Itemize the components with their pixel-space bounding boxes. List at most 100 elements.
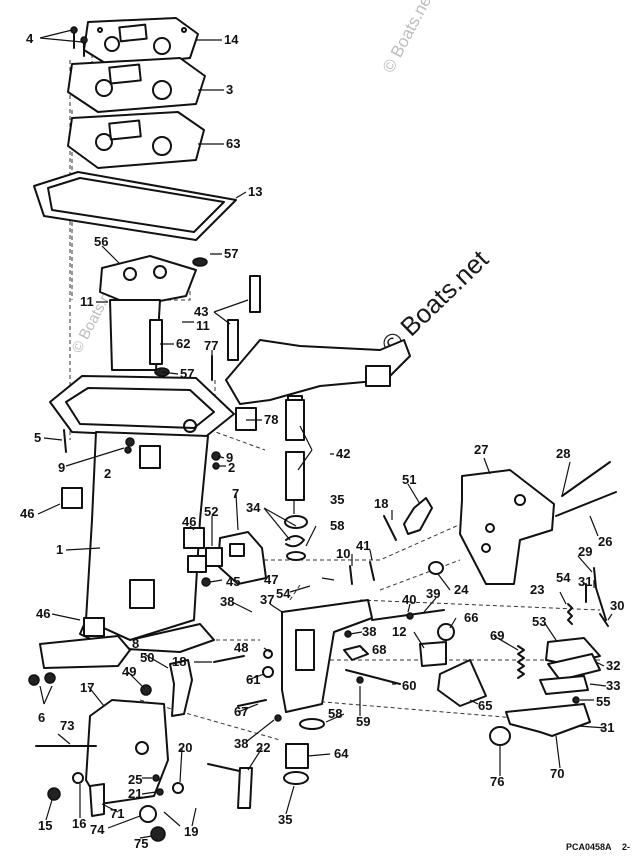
callout-74: 74 <box>90 822 105 837</box>
exhaust-tube-62 <box>149 319 163 365</box>
callout-23: 23 <box>530 582 544 597</box>
nut-15 <box>47 787 61 801</box>
o-ring-58b <box>299 718 325 730</box>
callout-48: 48 <box>234 640 248 655</box>
callout-70: 70 <box>550 766 564 781</box>
bolt-18b <box>213 655 245 663</box>
watermark-top-right: © Boats.net <box>379 0 438 76</box>
callout-64: 64 <box>334 746 349 761</box>
tube-42 <box>285 399 305 501</box>
washer-16 <box>72 772 84 784</box>
callout-28: 28 <box>556 446 570 461</box>
callout-58-lower: 58 <box>328 706 342 721</box>
cap-76 <box>489 726 511 746</box>
callout-39: 39 <box>426 586 440 601</box>
callout-22: 22 <box>256 740 270 755</box>
callout-52: 52 <box>204 504 218 519</box>
callout-20: 20 <box>178 740 192 755</box>
callout-43: 43 <box>194 304 208 319</box>
bushing-24 <box>428 561 444 575</box>
callout-51: 51 <box>402 472 416 487</box>
seal-13 <box>33 171 237 241</box>
bushing-64 <box>285 743 309 769</box>
watermark-center: © Boats.net <box>375 244 494 361</box>
callout-54-mid: 54 <box>276 586 291 601</box>
page-fragment: 2- <box>622 842 630 852</box>
callout-37: 37 <box>260 592 274 607</box>
callout-8: 8 <box>132 636 139 651</box>
callout-31-lower: 31 <box>600 720 614 735</box>
o-ring-58a <box>286 551 306 561</box>
callout-71: 71 <box>110 806 124 821</box>
callout-13: 13 <box>248 184 262 199</box>
callout-32: 32 <box>606 658 620 673</box>
callout-42: 42 <box>336 446 350 461</box>
callout-57-upper: 57 <box>224 246 238 261</box>
bracket-70 <box>505 703 591 737</box>
pad-46a <box>61 487 83 509</box>
callout-35-lower: 35 <box>278 812 292 827</box>
washer-9b <box>211 451 221 461</box>
callout-21: 21 <box>128 786 142 801</box>
callout-6: 6 <box>38 710 45 725</box>
callout-58-upper: 58 <box>330 518 344 533</box>
pad-46c <box>83 617 105 637</box>
callout-38-lower: 38 <box>234 736 248 751</box>
bushing-35b <box>283 771 309 785</box>
callout-69: 69 <box>490 628 504 643</box>
screw-41 <box>369 561 375 581</box>
callout-9-left: 9 <box>58 460 65 475</box>
callout-18-upper: 18 <box>374 496 388 511</box>
nut-6b <box>44 672 56 684</box>
screw-rod-22 <box>207 763 253 809</box>
callout-7: 7 <box>232 486 239 501</box>
plate-32 <box>547 653 601 681</box>
pad-46b <box>183 527 205 549</box>
callout-12: 12 <box>392 624 406 639</box>
exhaust-housing-plate <box>49 375 235 439</box>
nut-21 <box>156 788 164 796</box>
callout-10: 10 <box>336 546 350 561</box>
spring-69 <box>517 645 525 679</box>
dowel-pin-43a <box>249 275 261 313</box>
callout-5: 5 <box>34 430 41 445</box>
callout-14: 14 <box>224 32 239 47</box>
callout-78: 78 <box>264 412 278 427</box>
washer-9a <box>125 437 135 447</box>
rod-29 <box>593 567 607 621</box>
callout-57-lower: 57 <box>180 366 194 381</box>
callout-2-right: 2 <box>228 460 235 475</box>
callout-47: 47 <box>264 572 278 587</box>
callout-16: 16 <box>72 816 86 831</box>
callout-77: 77 <box>204 338 218 353</box>
bolt-28 <box>561 461 611 497</box>
callout-54-right: 54 <box>556 570 571 585</box>
callout-38-mid: 38 <box>362 624 376 639</box>
nut-45 <box>201 577 211 587</box>
callout-61: 61 <box>246 672 260 687</box>
callout-75: 75 <box>134 836 148 851</box>
callout-24: 24 <box>454 582 469 597</box>
spring-34 <box>285 535 305 548</box>
callout-49: 49 <box>122 664 136 679</box>
nut-38c <box>274 714 282 722</box>
callout-18-lower: 18 <box>172 654 186 669</box>
plate-33 <box>539 675 589 695</box>
callout-46-left: 46 <box>20 506 34 521</box>
callout-27: 27 <box>474 442 488 457</box>
callout-73: 73 <box>60 718 74 733</box>
pad-52 <box>187 555 207 573</box>
screw-30 <box>599 613 609 627</box>
bracket-51 <box>403 497 433 535</box>
callout-38-upper: 38 <box>220 594 234 609</box>
gasket-3 <box>67 57 206 113</box>
callout-56: 56 <box>94 234 108 249</box>
callout-15: 15 <box>38 818 52 833</box>
callout-46-mid: 46 <box>182 514 196 529</box>
nut-55 <box>572 696 580 704</box>
callout-1: 1 <box>56 542 63 557</box>
callout-11-left: 11 <box>80 294 94 309</box>
lock-12 <box>419 641 447 667</box>
